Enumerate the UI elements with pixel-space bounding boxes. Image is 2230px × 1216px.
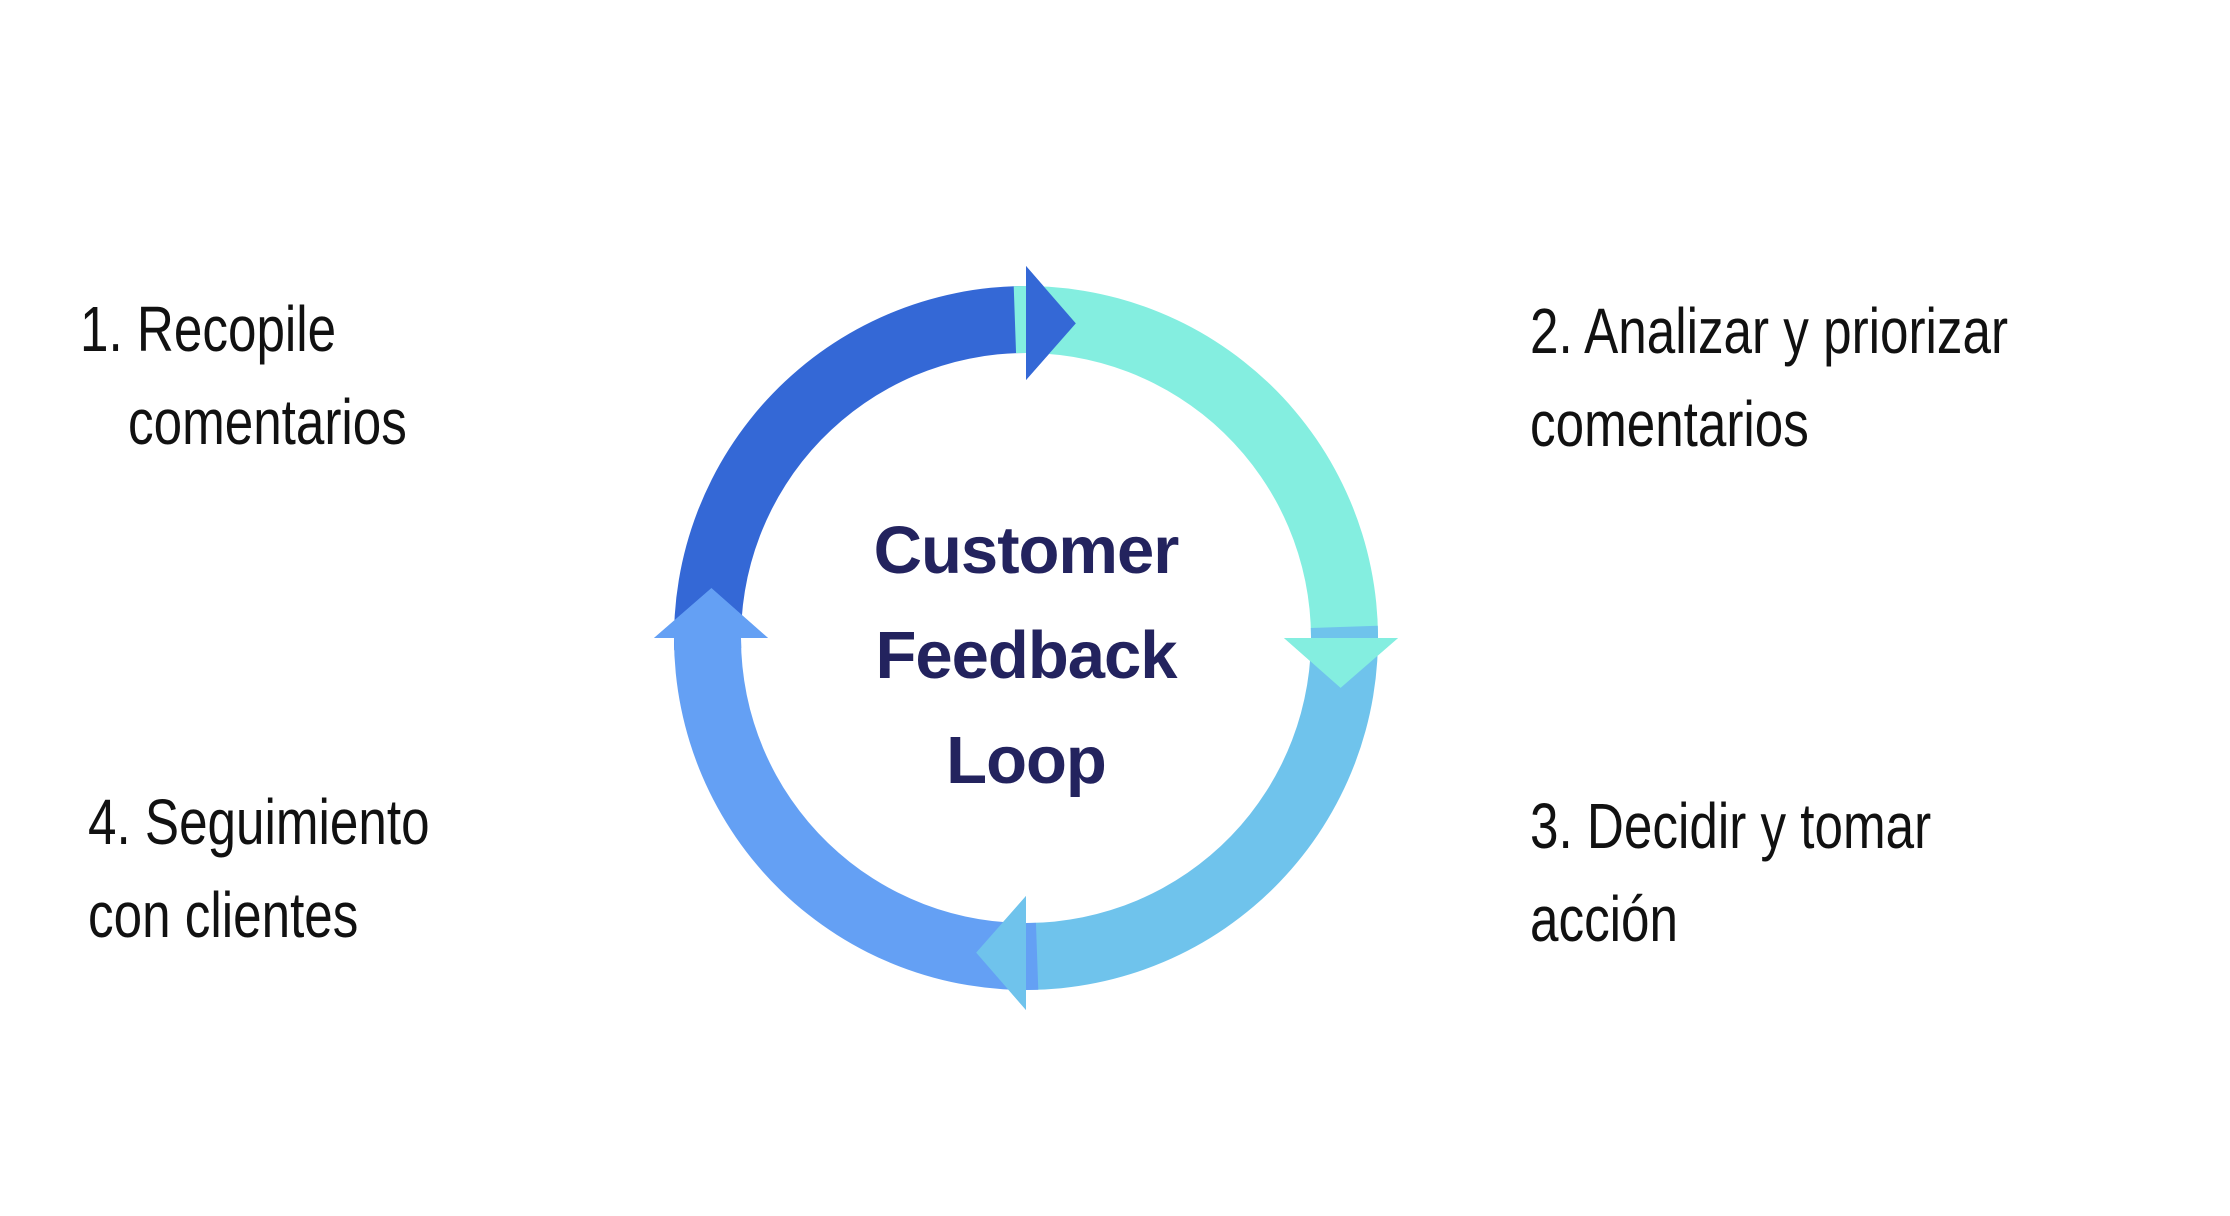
step-1-label: 1. Recopile comentarios — [80, 283, 407, 469]
arrowhead-step-3 — [976, 896, 1026, 1010]
center-title-line-1: Customer — [873, 513, 1180, 588]
arrowhead-step-2 — [1284, 638, 1398, 688]
step-2-line-1: 2. Analizar y priorizar — [1530, 295, 2009, 367]
step-4-label: 4. Seguimiento con clientes — [88, 776, 430, 962]
step-1-line-1: 1. Recopile — [80, 293, 337, 365]
step-1-line-2: comentarios — [128, 386, 407, 458]
step-4-line-1: 4. Seguimiento — [88, 786, 430, 858]
center-title: Customer Feedback Loop — [826, 498, 1226, 813]
step-4-line-2: con clientes — [88, 879, 359, 951]
arrowhead-step-1 — [1026, 266, 1076, 380]
step-3-label: 3. Decidir y tomar acción — [1530, 780, 1931, 966]
step-2-label: 2. Analizar y priorizar comentarios — [1530, 285, 2008, 471]
step-2-line-2: comentarios — [1530, 388, 1809, 460]
step-3-line-1: 3. Decidir y tomar — [1530, 790, 1932, 862]
step-3-line-2: acción — [1530, 883, 1678, 955]
arrowhead-step-4 — [654, 588, 768, 638]
center-title-line-2: Feedback — [875, 618, 1177, 693]
center-title-line-3: Loop — [946, 723, 1107, 798]
